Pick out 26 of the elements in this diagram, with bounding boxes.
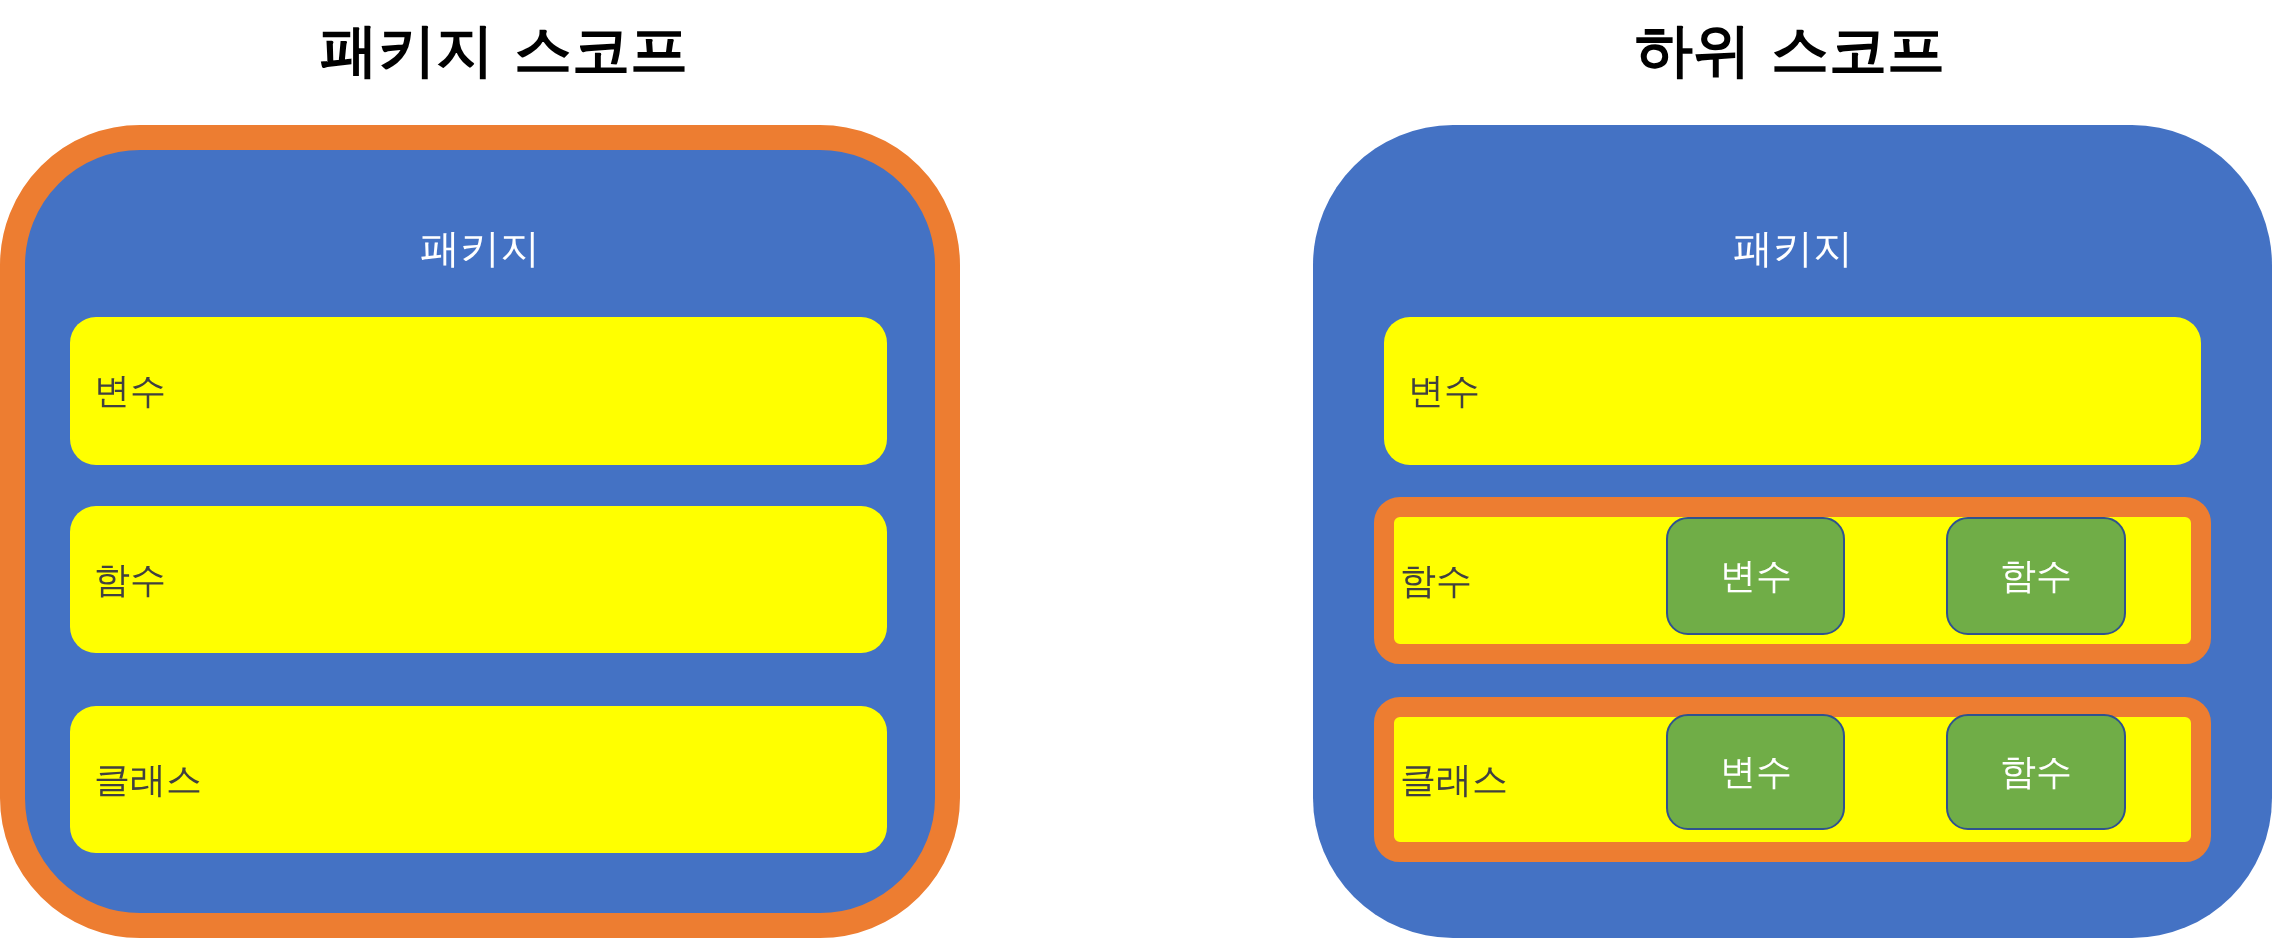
member-box <box>1946 714 2126 830</box>
member-box <box>1946 517 2126 635</box>
member-label: 함수 <box>94 557 166 601</box>
scope-box <box>1374 697 2211 862</box>
member-label: 변수 <box>1408 368 1480 413</box>
heading: 하위 스코프 <box>1634 15 1946 86</box>
member-label: 변수 <box>1719 749 1792 794</box>
member-label: 함수 <box>2000 553 2072 598</box>
scope-box <box>0 125 960 938</box>
member-label: 함수 <box>1400 558 1472 602</box>
member-label: 변수 <box>1719 553 1792 598</box>
member-box <box>70 706 887 853</box>
member-box <box>70 317 887 465</box>
scope-box <box>1374 497 2211 664</box>
member-box <box>1384 317 2201 465</box>
package-box <box>1313 125 2272 938</box>
member-label: 변수 <box>94 368 166 413</box>
member-box <box>1666 714 1845 830</box>
package-label: 패키지 <box>1732 223 1853 273</box>
package-label: 패키지 <box>420 223 540 273</box>
member-box <box>1666 517 1845 635</box>
member-label: 클래스 <box>1400 757 1508 801</box>
member-box <box>70 506 887 653</box>
member-label: 함수 <box>2000 749 2072 794</box>
member-label: 클래스 <box>94 757 202 801</box>
heading: 패키지 스코프 <box>319 15 689 86</box>
